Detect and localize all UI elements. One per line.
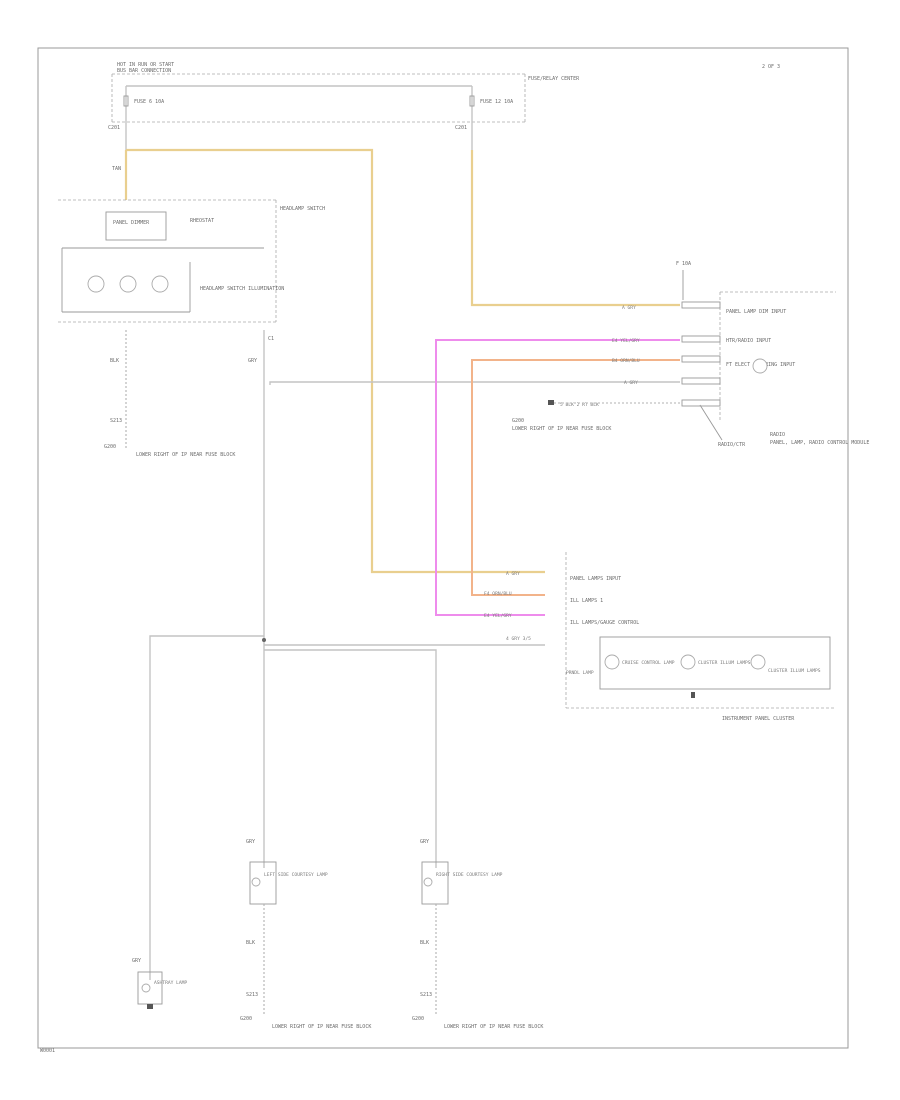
svg-text:A GRY: A GRY [506, 571, 520, 577]
gray-wire-right-courtesy [264, 649, 437, 868]
radio-row-2: B4 ORN/BLU FT ELECT STEERING INPUT [612, 355, 795, 374]
headlamp-switch-title: HEADLAMP SWITCH [280, 206, 325, 212]
switch-out-pin: C1 [268, 336, 274, 342]
right-courtesy-lamp: GRY RIGHT SIDE COURTESY LAMP BLK S213 G2… [412, 839, 543, 1030]
radio-row-4: 5 BLK 2 RT BLK [548, 399, 721, 408]
fuse-left-wire: TAN [112, 166, 121, 172]
ashtray-lamp-label: ASHTRAY LAMP [154, 980, 187, 986]
svg-text:5 BLK 2 RT BLK: 5 BLK 2 RT BLK [560, 402, 599, 408]
svg-text:A GRY: A GRY [622, 305, 636, 311]
right-courtesy-label: RIGHT SIDE COURTESY LAMP [436, 872, 503, 878]
switch-illum-bulb-1 [87, 275, 105, 293]
cluster-row-1: F4 ORN/BLU ILL LAMPS 1 [484, 591, 603, 604]
switch-illum-bulb-2 [119, 275, 137, 293]
left-courtesy-lamp: GRY LEFT SIDE COURTESY LAMP BLK S213 G20… [240, 839, 371, 1030]
radio-f-label: F 10A [676, 261, 691, 267]
svg-text:ILL LAMPS 1: ILL LAMPS 1 [570, 598, 603, 604]
radio-ground-label: G200 [512, 418, 524, 424]
panel-dimmer-note: RHEOSTAT [190, 218, 214, 224]
radio-row-3: A GRY [624, 377, 721, 386]
svg-text:G200: G200 [412, 1016, 424, 1022]
fuse-module-sub: BUS BAR CONNECTION [117, 68, 171, 74]
radio-note-left: RADIO/CTR [718, 442, 746, 448]
fuse-right-label: FUSE 12 10A [480, 99, 513, 105]
svg-text:F4 ORN/BLU: F4 ORN/BLU [484, 591, 512, 597]
cluster-title: INSTRUMENT PANEL CLUSTER [722, 716, 795, 722]
cluster-lamp-1: CLUSTER ILLUM LAMPS [698, 660, 751, 666]
gray-wire-ashtray [149, 635, 264, 980]
radio-module-title: RADIO [770, 432, 785, 438]
orange-wire [471, 359, 680, 596]
svg-text:GRY: GRY [420, 839, 429, 845]
svg-text:G200: G200 [240, 1016, 252, 1022]
cluster-bulb-1 [680, 654, 696, 670]
radio-ground-desc: LOWER RIGHT OF IP NEAR FUSE BLOCK [512, 426, 611, 432]
switch-out-wire: GRY [248, 358, 257, 364]
tan-wire-radio [470, 150, 680, 307]
svg-text:LOWER RIGHT OF IP NEAR FUSE BL: LOWER RIGHT OF IP NEAR FUSE BLOCK [272, 1024, 371, 1030]
svg-text:GRY: GRY [246, 839, 255, 845]
fuse-block: HOT IN RUN OR START BUS BAR CONNECTION F… [108, 62, 580, 172]
ashtray-lamp: GRY ASHTRAY LAMP [132, 958, 187, 1009]
pink-wire [435, 339, 680, 616]
svg-text:B4 ORN/BLU: B4 ORN/BLU [612, 358, 640, 364]
svg-text:PANEL LAMP DIM INPUT: PANEL LAMP DIM INPUT [726, 309, 786, 315]
cluster-row-0: A GRY PANEL LAMPS INPUT [506, 571, 621, 582]
headlamp-switch: HEADLAMP SWITCH PANEL DIMMER RHEOSTAT HE… [58, 199, 325, 458]
svg-text:A GRY: A GRY [624, 380, 638, 386]
fuse-6 [123, 95, 129, 107]
cluster-bulb-0 [604, 654, 620, 670]
svg-text:LOWER RIGHT OF IP NEAR FUSE BL: LOWER RIGHT OF IP NEAR FUSE BLOCK [444, 1024, 543, 1030]
footer-code: W0001 [40, 1048, 55, 1054]
cluster-lamp-0: CRUISE CONTROL LAMP [622, 660, 675, 666]
fuse-module-label: HOT IN RUN OR START [117, 62, 174, 68]
svg-text:4 GRY 3/5: 4 GRY 3/5 [506, 636, 531, 642]
svg-text:HTR/RADIO INPUT: HTR/RADIO INPUT [726, 338, 771, 344]
radio-row-1: E4 YEL/GRY HTR/RADIO INPUT [612, 335, 771, 344]
cluster-lamp-2: CLUSTER ILLUM LAMPS [768, 668, 821, 674]
svg-text:ILL LAMPS/GAUGE CONTROL: ILL LAMPS/GAUGE CONTROL [570, 620, 639, 626]
panel-dimmer-box [105, 211, 167, 241]
gray-wire-radio [269, 381, 680, 385]
svg-text:BLK: BLK [420, 940, 429, 946]
cluster-bulb-2 [750, 654, 766, 670]
diagram-frame [37, 47, 849, 1049]
left-courtesy-label: LEFT SIDE COURTESY LAMP [264, 872, 328, 878]
svg-text:E4 YEL/GRY: E4 YEL/GRY [612, 338, 640, 344]
switch-ground-splice: S213 [110, 418, 122, 424]
svg-text:E4 YEL/GRY: E4 YEL/GRY [484, 613, 512, 619]
cluster-lamp-box [599, 636, 831, 690]
panel-dimmer-label: PANEL DIMMER [113, 220, 150, 226]
fuse-left-pin: C201 [108, 125, 120, 131]
fuse-right-pin: C201 [455, 125, 467, 131]
page-code: 2 OF 3 [762, 64, 780, 70]
svg-text:PANEL LAMPS INPUT: PANEL LAMPS INPUT [570, 576, 621, 582]
fuse-panel-label: FUSE/RELAY CENTER [528, 76, 580, 82]
radio-row-0: A GRY PANEL LAMP DIM INPUT [622, 301, 786, 315]
radio-module: F 10A A GRY PANEL LAMP DIM INPUT E4 YEL/… [512, 261, 869, 448]
cluster-row-2: E4 YEL/GRY ILL LAMPS/GAUGE CONTROL [484, 613, 639, 626]
switch-ground-desc: LOWER RIGHT OF IP NEAR FUSE BLOCK [136, 452, 235, 458]
svg-text:S213: S213 [420, 992, 432, 998]
svg-text:BLK: BLK [246, 940, 255, 946]
tan-wire-cluster [126, 148, 545, 574]
cluster-sub: PRNDL LAMP [566, 670, 594, 676]
switch-illum-label: HEADLAMP SWITCH ILLUMINATION [200, 286, 284, 292]
cluster-row-3: 4 GRY 3/5 [506, 636, 531, 642]
fuse-12 [469, 95, 475, 107]
switch-ground-wire-color: BLK [110, 358, 119, 364]
svg-text:S213: S213 [246, 992, 258, 998]
radio-module-sub: PANEL, LAMP, RADIO CONTROL MODULE [770, 440, 869, 446]
splice-s213 [262, 638, 266, 642]
switch-ground-label: G200 [104, 444, 116, 450]
svg-text:GRY: GRY [132, 958, 141, 964]
instrument-cluster: A GRY PANEL LAMPS INPUT F4 ORN/BLU ILL L… [484, 552, 836, 722]
switch-illum-bulb-3 [151, 275, 169, 293]
fuse-left-label: FUSE 6 10A [134, 99, 164, 105]
